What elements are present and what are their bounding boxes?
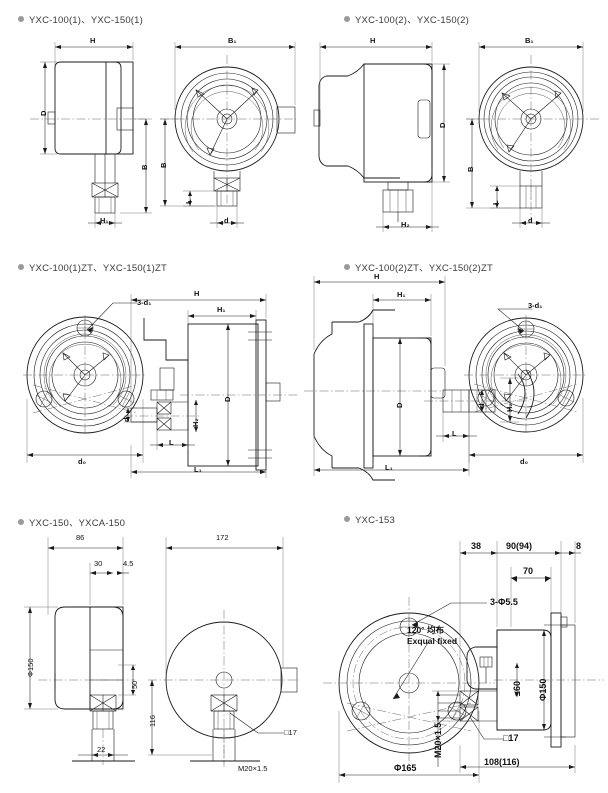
dim-label-108-116: 108(116) [484, 757, 520, 767]
bullet-icon [344, 16, 350, 22]
dim-label-h1: H₁ [397, 290, 406, 299]
dim-label-h2: H₂ [191, 418, 200, 427]
dim-label-phi165: Φ165 [394, 763, 417, 773]
panel-title: YXC-153 [344, 515, 395, 526]
bullet-icon [344, 516, 350, 522]
dim-label-h: H [90, 36, 96, 45]
panel-yxc-153: YXC-153 [304, 505, 608, 793]
panel-3-drawing [23, 294, 300, 478]
panel-1-drawing [30, 42, 296, 228]
dim-label-thread: M20×1.5 [238, 764, 268, 773]
dim-label-d: D [39, 110, 48, 116]
dim-label-22: 22 [97, 745, 106, 754]
panel-yxc-100-1: YXC-100(1)、YXC-150(1) [0, 0, 304, 250]
dim-label-90-94: 90(94) [506, 541, 533, 551]
dim-label-70: 70 [523, 566, 534, 576]
dim-label-d-thread: d [224, 216, 229, 225]
panel-5-drawing [24, 537, 298, 767]
dim-label-86: 86 [76, 533, 85, 542]
dim-label-d-thread: d [477, 403, 486, 408]
bullet-icon [344, 264, 350, 270]
dim-label-116: 116 [148, 715, 157, 727]
bullet-icon [18, 264, 24, 270]
dim-label-3d1: 3-d₁ [528, 301, 543, 310]
bullet-icon [18, 519, 24, 525]
dim-label-thread: M20×1.5 [433, 722, 443, 758]
panel-6-drawing [323, 541, 604, 783]
dim-label-d: D [223, 396, 232, 402]
dim-label-38: 38 [471, 541, 482, 551]
dim-label-d-thread: d [528, 216, 533, 225]
dim-label-8: 8 [576, 541, 582, 551]
note-label-cn: 120° 均布 [407, 625, 444, 635]
panel-yxc-100-2: YXC-100(2)、YXC-150(2) [304, 0, 608, 250]
dim-label-phi150: Φ150 [26, 658, 35, 678]
dim-label-d0: d₀ [78, 457, 86, 466]
dim-label-b1: B₁ [228, 36, 237, 45]
dim-label-d0: d₀ [520, 457, 528, 466]
panel-title: YXC-100(2)、YXC-150(2) [344, 12, 469, 26]
dim-label-l1: L₁ [385, 463, 393, 472]
dim-label-4-5: 4.5 [123, 559, 134, 568]
dim-label-d: D [438, 122, 447, 128]
dim-label-l1: L₁ [194, 465, 202, 474]
panel-yxc-100-2zt: YXC-100(2)ZT、YXC-150(2)ZT [304, 250, 608, 505]
dim-label-l: L [184, 199, 193, 204]
panel-4-drawing [304, 276, 588, 481]
dim-label-l: L [169, 438, 174, 447]
dim-label-h: H [194, 289, 200, 298]
dim-label-lte60: ≤60 [512, 681, 522, 696]
dim-label-l: L [491, 200, 500, 205]
note-label-en: Exqual fixed [407, 636, 458, 646]
dim-label-h: H [370, 36, 376, 45]
dim-label-3d1: 3-d₁ [137, 298, 152, 307]
dim-label-h1: H₁ [100, 216, 109, 225]
dim-label-b-front: B [159, 162, 168, 168]
dim-label-d: D [395, 402, 404, 408]
panel-title: YXC-150、YXCA-150 [18, 515, 125, 529]
dim-label-30: 30 [94, 559, 103, 568]
dim-label-b: B [466, 166, 475, 172]
panel-yxc-150-yxca-150: YXC-150、YXCA-150 [0, 505, 304, 793]
dim-label-3-phi5-5: 3-Φ5.5 [490, 597, 518, 607]
dim-label-b1: B₁ [525, 36, 534, 45]
dim-label-50: 50 [130, 680, 139, 689]
panel-title: YXC-100(1)、YXC-150(1) [18, 12, 143, 26]
dim-label-172: 172 [216, 533, 229, 542]
panel-title: YXC-100(2)ZT、YXC-150(2)ZT [344, 260, 493, 274]
dim-label-h: H [374, 272, 380, 281]
dim-label-b-side: B [140, 164, 149, 170]
dim-label-d-thread: d [122, 417, 131, 422]
bullet-icon [18, 16, 24, 22]
dim-label-h1: H₁ [217, 305, 226, 314]
dim-label-square17: □17 [503, 733, 519, 743]
dim-label-h2: H₂ [505, 403, 514, 412]
panel-yxc-100-1zt: YXC-100(1)ZT、YXC-150(1)ZT [0, 250, 304, 505]
dim-label-h2: H₂ [401, 220, 410, 229]
panel-2-drawing [313, 42, 600, 232]
panel-title: YXC-100(1)ZT、YXC-150(1)ZT [18, 260, 167, 274]
dim-label-phi150: Φ150 [538, 678, 548, 701]
dim-label-l: L [452, 429, 457, 438]
dim-label-square17: □17 [284, 728, 297, 737]
